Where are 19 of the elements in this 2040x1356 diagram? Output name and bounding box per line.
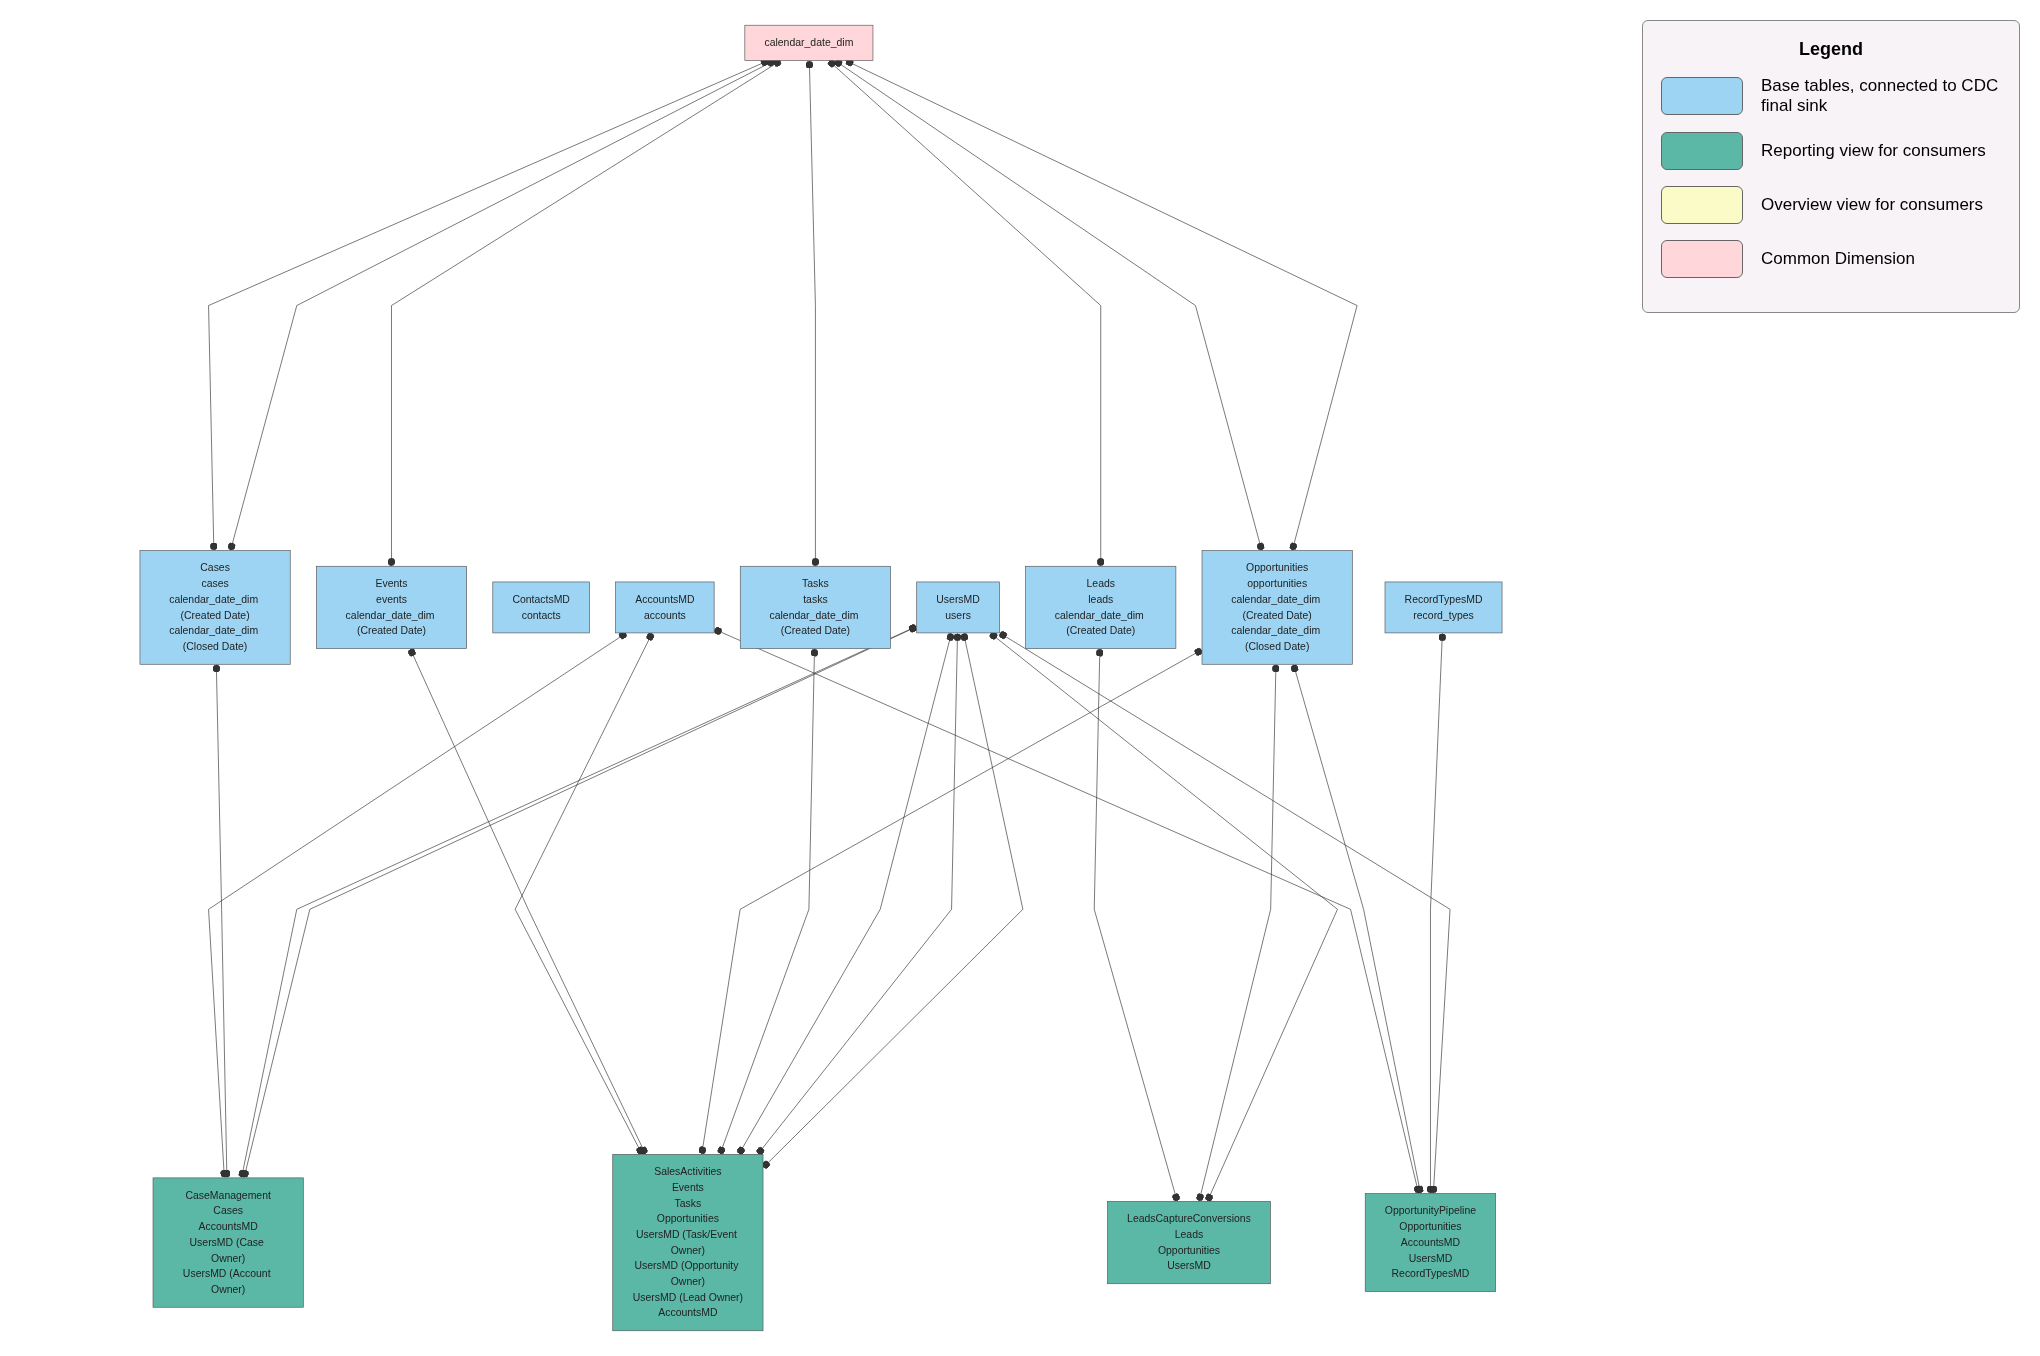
legend-text: Reporting view for consumers	[1761, 141, 1986, 161]
legend-text: Overview view for consumers	[1761, 195, 1983, 215]
node-box: UsersMD users	[916, 581, 1000, 634]
node-box: CaseManagement Cases AccountsMD UsersMD (Case Owner) UsersMD (Account Owner)	[152, 1177, 304, 1308]
node-box: Leads leads calendar_date_dim (Created Date)	[1025, 565, 1177, 649]
node-box: AccountsMD accounts	[615, 581, 715, 634]
legend-text: Common Dimension	[1761, 249, 1915, 269]
node-box: Tasks tasks calendar_date_dim (Created Date)	[739, 565, 891, 649]
node-box: Events events calendar_date_dim (Created Date)	[316, 565, 467, 649]
node-box: Cases cases calendar_date_dim (Created Date) calendar_date_dim (Closed Date)	[139, 550, 291, 665]
node-box: ContactsMD contacts	[492, 581, 590, 634]
node-box: SalesActivities Events Tasks Opportunities UsersMD (Task/Event Owner) UsersMD (Opportunity Owner) UsersMD (Lead Owner) AccountsMD	[612, 1154, 764, 1332]
node-box: Opportunities opportunities calendar_date_dim (Created Date) calendar_date_dim (Closed Date)	[1201, 550, 1353, 665]
node-box: RecordTypesMD record_types	[1384, 581, 1503, 634]
legend-text: Base tables, connected to CDC final sink	[1761, 76, 2000, 116]
legend-title: Legend	[1798, 39, 1864, 60]
node-box: OpportunityPipeline Opportunities AccountsMD UsersMD RecordTypesMD	[1364, 1193, 1496, 1292]
node-box: LeadsCaptureConversions Leads Opportunities UsersMD	[1107, 1201, 1271, 1285]
node-box: calendar_date_dim	[744, 24, 874, 61]
